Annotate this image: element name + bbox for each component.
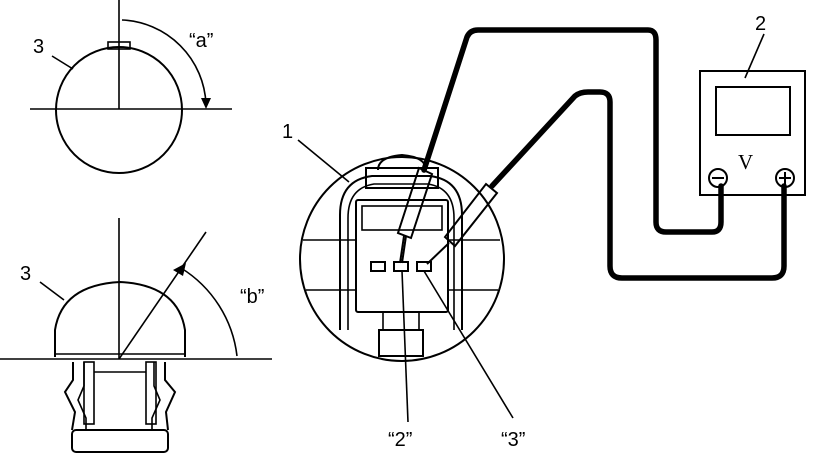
callout-3-bottom-leader	[39, 281, 65, 301]
magnifier-circle	[299, 156, 505, 362]
callout-3-bottom-label: 3	[20, 263, 31, 285]
angle-b-arc	[180, 267, 238, 357]
plus-terminal-icon	[775, 168, 795, 188]
sensor-side-view: 3 “b”	[0, 218, 272, 453]
voltmeter: V 2	[699, 13, 806, 196]
lock-lever-outer	[339, 175, 463, 330]
terminal-2-label: “2”	[388, 429, 412, 451]
test-lead-negative	[421, 27, 724, 235]
terminal-2-leader	[401, 270, 409, 423]
terminal-3-label: “3”	[501, 429, 525, 451]
probe-positive	[426, 182, 499, 265]
terminal-slot-2	[393, 261, 409, 272]
sensor-top-view: 3 “a”	[30, 0, 232, 174]
connector-bottom-tab	[378, 329, 424, 357]
callout-1-label: 1	[282, 121, 293, 143]
voltmeter-body	[699, 70, 806, 196]
callout-2-leader	[744, 33, 765, 79]
test-lead-positive	[489, 89, 787, 281]
callout-3-top-label: 3	[33, 36, 44, 58]
terminal-slot-1	[370, 261, 386, 272]
voltmeter-display	[715, 86, 791, 136]
angle-a-arrowhead	[201, 98, 211, 109]
sensor-dome	[54, 280, 186, 357]
callout-2-label: 2	[755, 13, 766, 35]
angle-a-arc	[121, 19, 207, 105]
probe-negative	[396, 166, 434, 264]
angle-b-line	[118, 231, 207, 360]
callout-3-top-leader	[51, 55, 74, 70]
lock-lever-inner	[347, 183, 455, 330]
voltmeter-unit: V	[738, 150, 753, 174]
angle-a-label: “a”	[189, 30, 213, 52]
connector-view: 1 “2” “3”	[282, 121, 525, 451]
connector-housing	[355, 199, 449, 313]
callout-1-leader	[297, 139, 350, 183]
sensor-clip	[63, 361, 177, 453]
angle-b-arrowhead	[173, 263, 186, 276]
terminal-3-leader	[423, 270, 514, 419]
minus-terminal-icon	[708, 168, 728, 188]
angle-b-label: “b”	[240, 286, 264, 308]
